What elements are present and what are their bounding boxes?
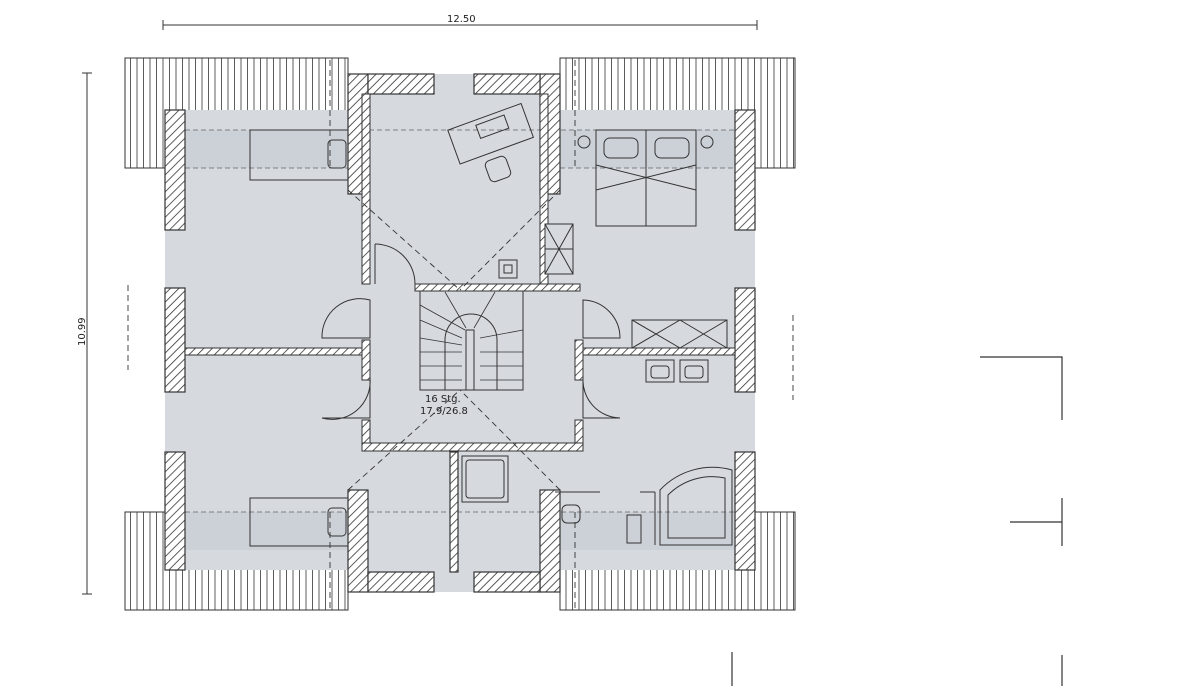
dimension-depth (82, 72, 92, 595)
adjacent-plan-lines (731, 356, 1063, 686)
sink-1 (645, 359, 675, 383)
stair-steps-label: 16 Stg. (425, 394, 461, 405)
width-dimension-label: 12.50 (447, 14, 476, 25)
bed-left-top (249, 129, 349, 181)
corner-bathtub (659, 466, 733, 546)
depth-dimension-label: 10.99 (77, 317, 88, 346)
bed-left-bottom (249, 497, 349, 547)
furniture (249, 102, 733, 547)
toilet (626, 514, 642, 544)
desk (447, 102, 535, 165)
doors (321, 243, 621, 420)
dimension-width (162, 20, 758, 30)
stair-ratio-label: 17.9/26.8 (420, 406, 468, 417)
shower (461, 455, 509, 503)
roof-ridge-lines (127, 60, 794, 610)
sink-2 (679, 359, 709, 383)
staircase (419, 290, 524, 391)
chair (484, 155, 512, 183)
